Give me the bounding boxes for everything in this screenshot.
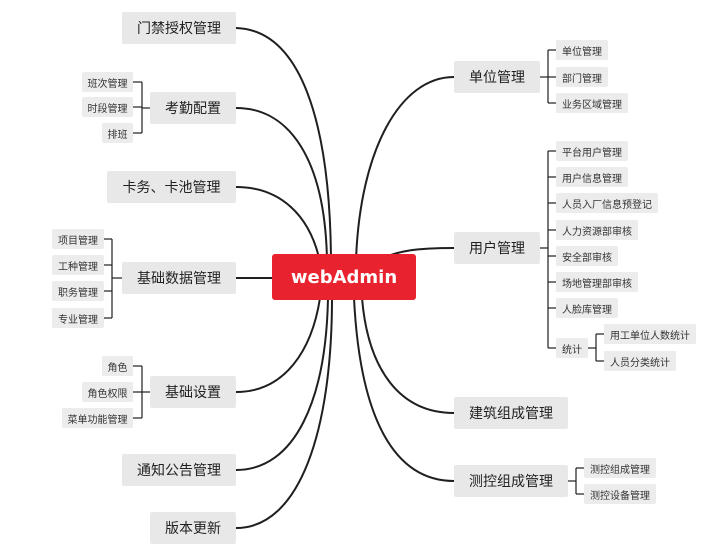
connector-left-3	[235, 186, 321, 263]
node-version-update: 版本更新	[150, 512, 236, 544]
connector-right-3	[361, 297, 455, 414]
node-basic-data: 基础数据管理	[122, 262, 236, 294]
leaf-hr-review: 人力资源部审核	[556, 220, 638, 240]
leaf-monitor-composition: 测控组成管理	[584, 458, 656, 478]
connector-left-6	[235, 297, 329, 471]
leaf-employer-count: 用工单位人数统计	[604, 324, 696, 344]
connector-left-5	[235, 297, 321, 393]
leaf-face-library: 人脸库管理	[556, 298, 618, 318]
leaf-person-category: 人员分类统计	[604, 351, 676, 371]
leaf-schedule: 排班	[102, 123, 133, 143]
node-access-auth: 门禁授权管理	[122, 12, 236, 44]
leaf-platform-user: 平台用户管理	[556, 141, 628, 161]
leaf-position: 职务管理	[52, 281, 104, 301]
leaf-statistics: 统计	[556, 338, 588, 358]
leaf-major: 专业管理	[52, 308, 104, 328]
leaf-monitor-device: 测控设备管理	[584, 484, 656, 504]
leaf-worktype: 工种管理	[52, 255, 104, 275]
leaf-menu-function: 菜单功能管理	[62, 408, 133, 428]
leaf-unit: 单位管理	[556, 40, 608, 60]
leaf-site-review: 场地管理部审核	[556, 272, 638, 292]
node-unit-mgmt: 单位管理	[454, 61, 540, 93]
node-user-mgmt: 用户管理	[454, 232, 540, 264]
leaf-department: 部门管理	[556, 67, 608, 87]
node-card-pool: 卡务、卡池管理	[107, 171, 236, 203]
leaf-role-permission: 角色权限	[82, 382, 133, 402]
connector-right-4	[353, 297, 455, 482]
center-node: webAdmin	[272, 254, 416, 300]
connector-left-7	[235, 297, 333, 529]
leaf-pre-register: 人员入厂信息预登记	[556, 193, 658, 213]
leaf-safety-review: 安全部审核	[556, 246, 618, 266]
node-attendance-config: 考勤配置	[150, 92, 236, 124]
leaf-shift: 班次管理	[82, 72, 133, 92]
node-building: 建筑组成管理	[454, 397, 568, 429]
leaf-user-info: 用户信息管理	[556, 167, 628, 187]
connector-left-2	[235, 107, 328, 261]
connector-left-1	[235, 27, 332, 261]
leaf-role: 角色	[102, 356, 133, 376]
connector-right-1	[355, 76, 455, 261]
node-notice: 通知公告管理	[122, 454, 236, 486]
node-monitor: 测控组成管理	[454, 465, 568, 497]
leaf-business-area: 业务区域管理	[556, 93, 628, 113]
leaf-project: 项目管理	[52, 229, 104, 249]
node-basic-settings: 基础设置	[150, 376, 236, 408]
leaf-period: 时段管理	[82, 97, 133, 117]
